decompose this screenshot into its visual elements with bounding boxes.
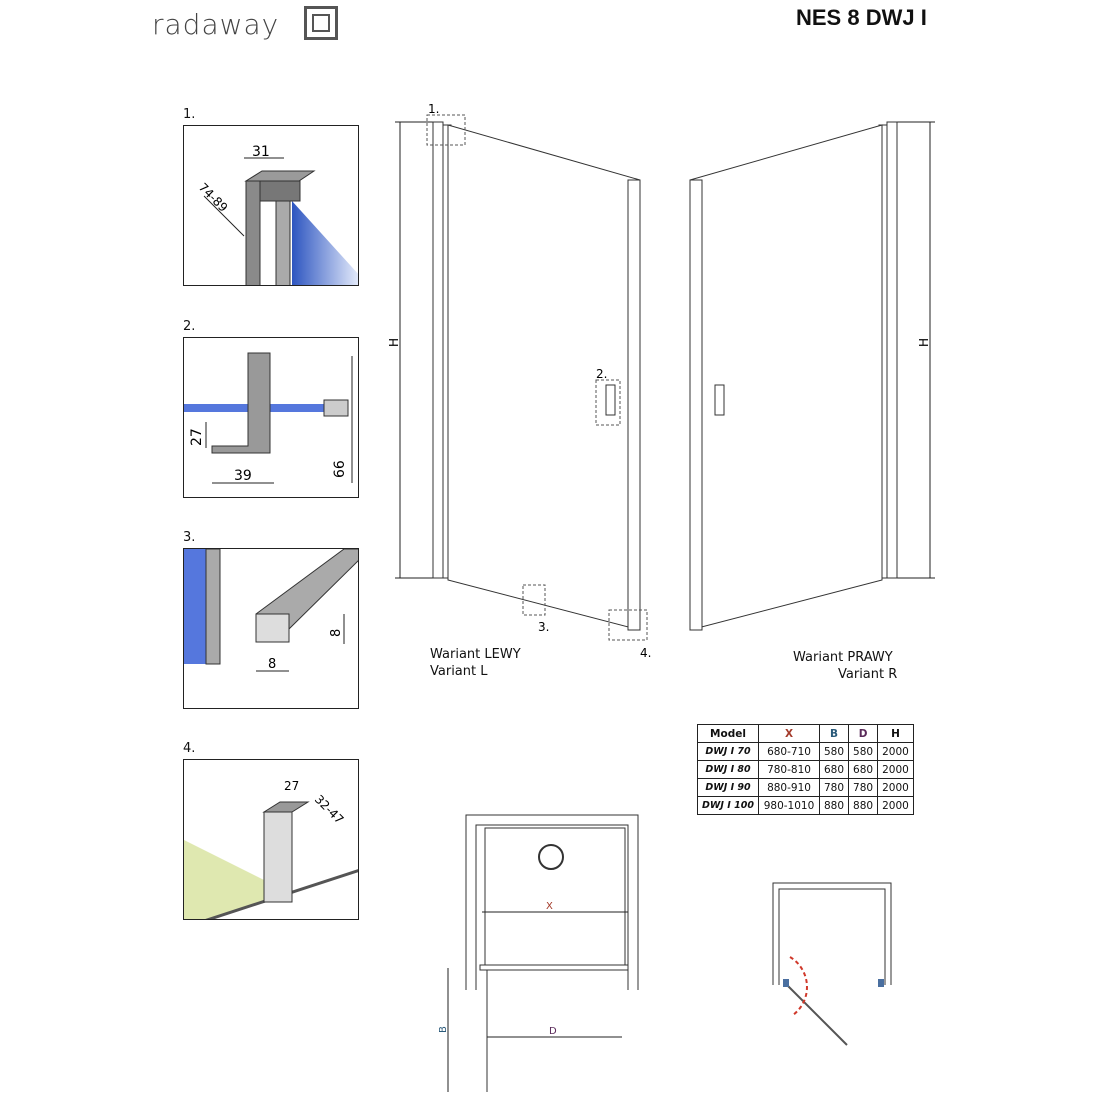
door-leaf	[786, 984, 848, 1046]
cell-b: 880	[818, 796, 850, 815]
door-elevation-drawing: H 1. 2. 3. 4. H	[387, 102, 935, 660]
door-swing-diagram	[772, 882, 892, 1046]
left-height-label: H	[387, 338, 401, 347]
detail-3-dim-height: 8	[329, 629, 344, 637]
header-model: Model	[697, 724, 759, 743]
cell-x: 780-810	[758, 760, 820, 779]
cell-h: 2000	[877, 778, 914, 797]
cell-model: DWJ I 80	[697, 760, 759, 779]
plan-b-label: B	[438, 1026, 449, 1033]
cell-h: 2000	[877, 796, 914, 815]
detail-3-drawing: 8 8	[184, 549, 358, 672]
cell-h: 2000	[877, 742, 914, 761]
right-height-label: H	[917, 338, 931, 347]
callout-4: 4.	[640, 646, 651, 660]
plan-d-label: D	[549, 1026, 557, 1037]
cell-x: 680-710	[758, 742, 820, 761]
detail-2-label: 2.	[183, 319, 196, 334]
detail-4-dim-width: 27	[284, 779, 299, 793]
cell-d: 580	[848, 742, 879, 761]
left-variant-subtitle: Variant L	[430, 664, 488, 679]
detail-3-label: 3.	[183, 530, 196, 545]
drain-icon	[538, 844, 564, 870]
cell-model: DWJ I 70	[697, 742, 759, 761]
header-h: H	[877, 724, 914, 743]
detail-4-dim-depth: 32-47	[312, 792, 347, 827]
cell-x: 980-1010	[758, 796, 820, 815]
detail-1-panel: 31 74-89	[183, 125, 359, 286]
callout-2: 2.	[596, 367, 607, 381]
detail-4-label: 4.	[183, 741, 196, 756]
header-b: B	[818, 724, 850, 743]
cell-h: 2000	[877, 760, 914, 779]
detail-2-dim-height: 66	[332, 460, 348, 478]
cell-d: 780	[848, 778, 879, 797]
table-header-row: Model X B D H	[697, 724, 914, 743]
cell-model: DWJ I 90	[697, 778, 759, 797]
callout-1: 1.	[428, 102, 439, 116]
brand-logo: radaway	[152, 8, 280, 41]
swing-arrow-icon	[789, 956, 808, 1016]
plan-view-drawing: X B D	[438, 814, 639, 1092]
cell-b: 680	[818, 760, 850, 779]
detail-2-dim-width: 39	[234, 468, 252, 484]
cell-x: 880-910	[758, 778, 820, 797]
cell-b: 580	[818, 742, 850, 761]
detail-2-drawing: 66 27 39	[184, 352, 353, 484]
page-title: NES 8 DWJ I	[796, 5, 927, 30]
detail-1-dim-depth: 74-89	[196, 180, 231, 215]
detail-4-drawing: 27 32-47	[184, 779, 358, 919]
detail-3-dim-width: 8	[268, 657, 276, 672]
right-variant-subtitle: Variant R	[838, 667, 898, 682]
detail-2-dim-flange: 27	[189, 428, 205, 446]
detail-1-drawing: 31 74-89	[196, 144, 358, 285]
cell-model: DWJ I 100	[697, 796, 759, 815]
cell-b: 780	[818, 778, 850, 797]
header-x: X	[758, 724, 820, 743]
cell-d: 880	[848, 796, 879, 815]
header-d: D	[848, 724, 879, 743]
left-variant-title: Wariant LEWY	[430, 647, 521, 662]
cell-d: 680	[848, 760, 879, 779]
callout-3: 3.	[538, 620, 549, 634]
detail-2-panel: 66 27 39	[183, 337, 359, 498]
right-variant-title: Wariant PRAWY	[793, 650, 893, 665]
detail-4-panel: 27 32-47	[183, 759, 359, 920]
detail-1-label: 1.	[183, 107, 196, 122]
detail-1-dim-width: 31	[252, 144, 270, 160]
detail-3-panel: 8 8	[183, 548, 359, 709]
plan-x-label: X	[546, 901, 553, 912]
brand-logo-icon	[304, 6, 338, 40]
